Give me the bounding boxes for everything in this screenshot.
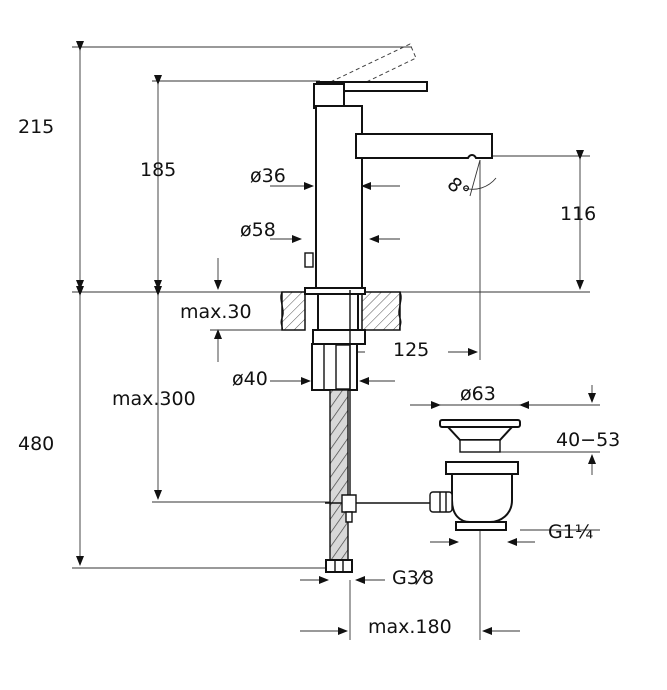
- label-116: 116: [560, 203, 596, 225]
- label-125: 125: [393, 339, 429, 361]
- faucet-body: [304, 43, 493, 391]
- spout: [355, 133, 493, 159]
- pop-up-rod: [325, 290, 440, 523]
- label-480: 480: [18, 433, 54, 455]
- label-185: 185: [140, 159, 176, 181]
- label-max30: max.30: [180, 301, 252, 323]
- label-40-53: 40−53: [556, 429, 620, 451]
- label-d36: ø36: [250, 165, 286, 187]
- label-angle-8: 8°: [443, 173, 474, 204]
- label-d40: ø40: [232, 368, 268, 390]
- flex-hose: [325, 389, 353, 573]
- label-215: 215: [18, 116, 54, 138]
- dimension-labels: 215 185 ø36 8° 116 ø58 max.30 125 ø40 ma…: [18, 116, 620, 638]
- label-max180: max.180: [368, 616, 452, 638]
- lever-handle: [313, 81, 428, 109]
- label-g3-8: G3⁄8: [392, 567, 434, 589]
- tilt-angle-indicator: [463, 159, 497, 200]
- countertop-section: [280, 291, 402, 331]
- pop-up-pin: [304, 252, 314, 268]
- label-d58: ø58: [240, 219, 276, 241]
- label-max300: max.300: [112, 388, 196, 410]
- dimension-lines: [76, 41, 596, 566]
- faucet-column: [315, 105, 363, 291]
- label-g1-quarter: G1¼: [548, 521, 593, 543]
- pop-up-waste: [429, 419, 521, 531]
- label-d63: ø63: [460, 383, 496, 405]
